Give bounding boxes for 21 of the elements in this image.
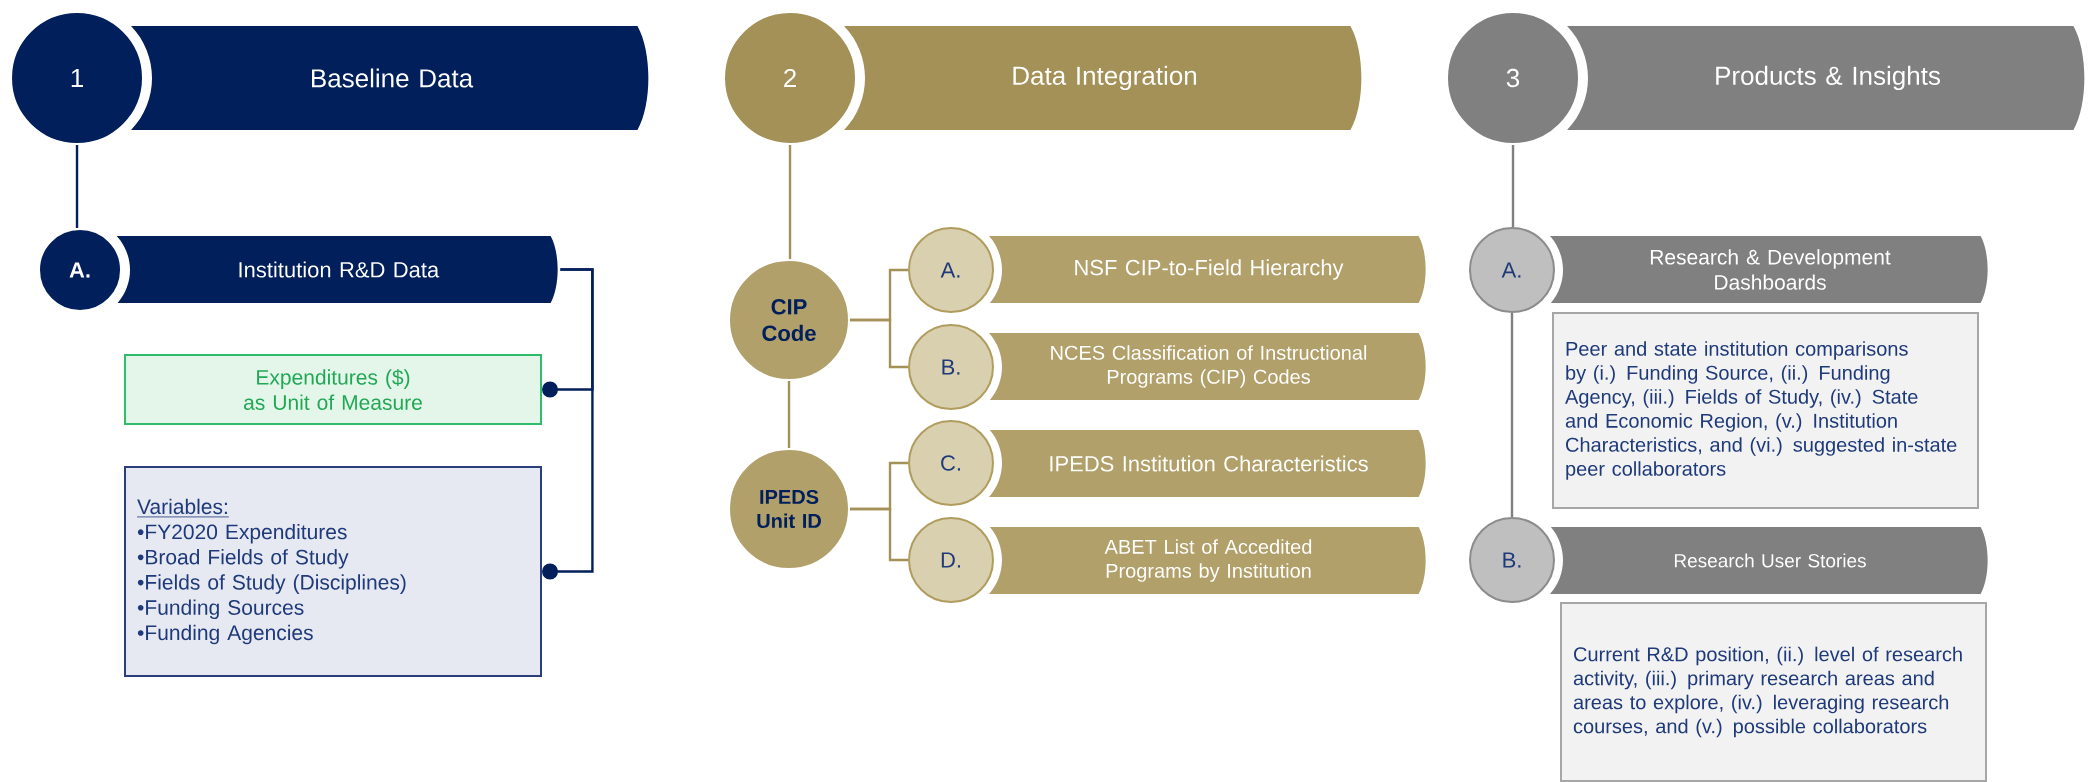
connector bbox=[788, 145, 792, 259]
connector bbox=[1511, 145, 1515, 227]
node-label: Products & Insights bbox=[1716, 65, 1940, 91]
variables-box: Variables: •FY2020 Expenditures •Broad Fields of Study •Fields of Study (Disciplines) •Funding Sources •Funding Agencies bbox=[124, 466, 542, 677]
connector bbox=[1510, 313, 1514, 517]
connector bbox=[850, 318, 908, 369]
section-banner: Research User Stories bbox=[1550, 527, 1988, 594]
connector bbox=[850, 507, 908, 562]
node-label: Data Integration bbox=[1013, 65, 1197, 91]
section-banner: NSF CIP-to-Field Hierarchy bbox=[989, 236, 1426, 303]
section-banner: Research & Development Dashboards bbox=[1550, 236, 1988, 303]
unit-box: Expenditures ($) as Unit of Measure bbox=[124, 354, 542, 425]
connector bbox=[542, 268, 594, 580]
section-banner: IPEDS Institution Characteristics bbox=[989, 430, 1426, 497]
section-banner: NCES Classification of Instructional Programs (CIP) Codes bbox=[989, 333, 1426, 400]
connector bbox=[75, 145, 79, 228]
description-box: Current R&D position, (ii.) level of research activity, (iii.) primary research areas and areas to explore, (iv.) leveraging research courses, and (v.) possible collaborators bbox=[1560, 602, 1987, 782]
section-banner: ABET List of Accedited Programs by Institution bbox=[989, 527, 1426, 594]
node-label: Baseline Data bbox=[312, 68, 474, 88]
description-box: Peer and state institution comparisons by (i.) Funding Source, (ii.) Funding Agency, (iii.) Fields of Study, (iv.) State and Economic Region, (v.) Institution Characteristics, and (vi.) suggested in-state peer collaborators bbox=[1552, 312, 1979, 509]
connector bbox=[787, 381, 791, 448]
